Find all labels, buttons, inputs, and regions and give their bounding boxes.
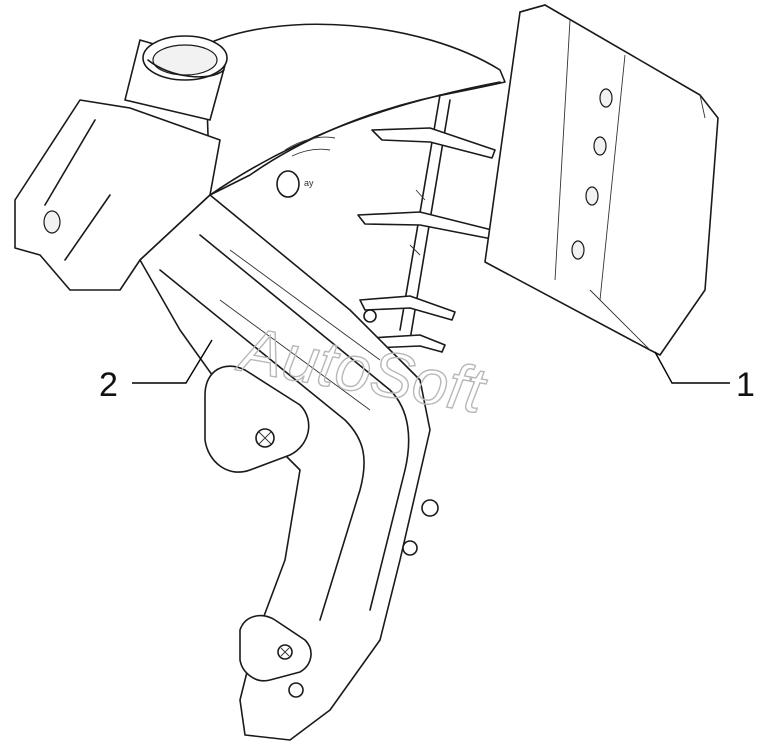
callout-1: 1 [654, 351, 755, 404]
leader-line-1 [654, 351, 730, 384]
rib-fins [357, 94, 501, 353]
callout-label-1: 1 [736, 366, 755, 404]
plate-hole-4 [571, 240, 585, 260]
leader-line-2 [132, 339, 213, 384]
plate-hole-2 [593, 136, 607, 156]
callout-label-2: 2 [99, 366, 118, 404]
mudguard-shell: ay [204, 23, 506, 198]
stamp-text: ay [304, 178, 314, 188]
front-mudguard-bracket [14, 35, 439, 741]
plate-hole-1 [599, 88, 613, 108]
splash-guard-plate [484, 4, 719, 356]
callout-2: 2 [99, 339, 213, 404]
plate-hole-3 [585, 186, 599, 206]
